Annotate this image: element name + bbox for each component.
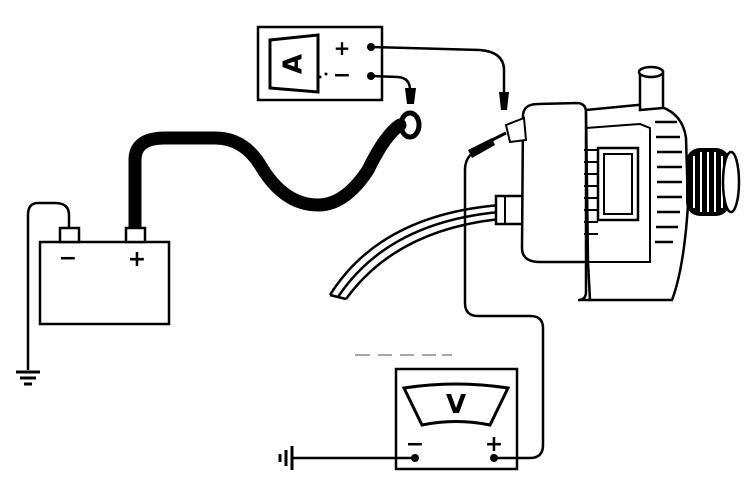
voltmeter-minus-label: − [406, 432, 424, 457]
voltmeter-ground-icon [278, 446, 294, 470]
voltmeter-positive-lead [463, 150, 545, 460]
battery-positive-cable [128, 118, 407, 239]
voltmeter: V − + [394, 367, 519, 471]
alternator-output-terminal [504, 116, 528, 144]
voltmeter-plus-label: + [485, 432, 503, 457]
battery: − + [38, 226, 171, 326]
ammeter-minus-label: − [333, 63, 351, 88]
battery-plus-label: + [128, 247, 146, 272]
harness-connector [494, 194, 525, 226]
ammeter-dial [268, 33, 320, 94]
alternator [504, 65, 741, 302]
battery-ground-icon [16, 370, 40, 386]
ammeter-negative-clip [405, 88, 416, 104]
voltmeter-lead-clip [468, 138, 495, 158]
ammeter-letter: A [279, 54, 309, 74]
battery-ground-wire [26, 201, 71, 370]
battery-case [38, 240, 171, 326]
ammeter: A + − [256, 25, 384, 102]
voltmeter-dial [401, 382, 511, 427]
ammeter-plus-label: + [334, 36, 351, 60]
alternator-rear-housing [520, 101, 592, 302]
battery-minus-label: − [59, 246, 77, 271]
battery-negative-post [58, 226, 81, 244]
ammeter-positive-lead [370, 45, 506, 92]
battery-positive-post [124, 226, 147, 244]
wire-harness [328, 203, 501, 301]
alternator-fins [655, 120, 682, 244]
alternator-pulley [686, 148, 741, 216]
voltmeter-letter: V [446, 390, 466, 420]
ammeter-lead-clip [499, 92, 509, 110]
